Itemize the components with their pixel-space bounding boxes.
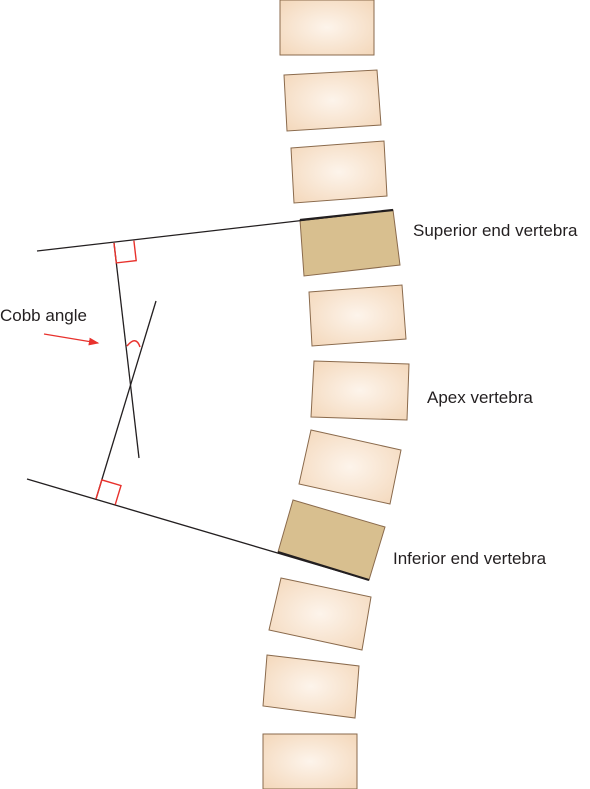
cobb-angle-label: Cobb angle [0,306,87,325]
inferior-right-angle-marker [95,479,122,505]
superior-right-angle-marker [113,240,137,264]
apex-vertebra [310,360,410,421]
spine [262,0,410,789]
superior-perpendicular-line [113,242,140,459]
vertebra-5 [308,284,407,347]
vertebra-9 [268,577,372,651]
inferior-endplate-line [26,478,370,581]
vertebra-3 [290,140,388,204]
vertebra-11 [262,733,358,789]
vertebra-7 [298,429,402,505]
superior-endplate-line [36,209,394,252]
vertebra-1 [279,0,375,56]
superior-end-vertebra [299,209,401,277]
apex-vertebra-label: Apex vertebra [427,388,533,407]
inferior-perpendicular-line [95,300,157,500]
inferior-end-vertebra-label: Inferior end vertebra [393,549,547,568]
construction-lines [26,209,394,581]
cobb-angle-arc [126,340,141,348]
right-angle-markers [95,240,137,505]
vertebra-10 [262,654,360,719]
superior-end-vertebra-label: Superior end vertebra [413,221,578,240]
cobb-angle-arrow [43,333,100,346]
vertebra-2 [283,69,382,132]
